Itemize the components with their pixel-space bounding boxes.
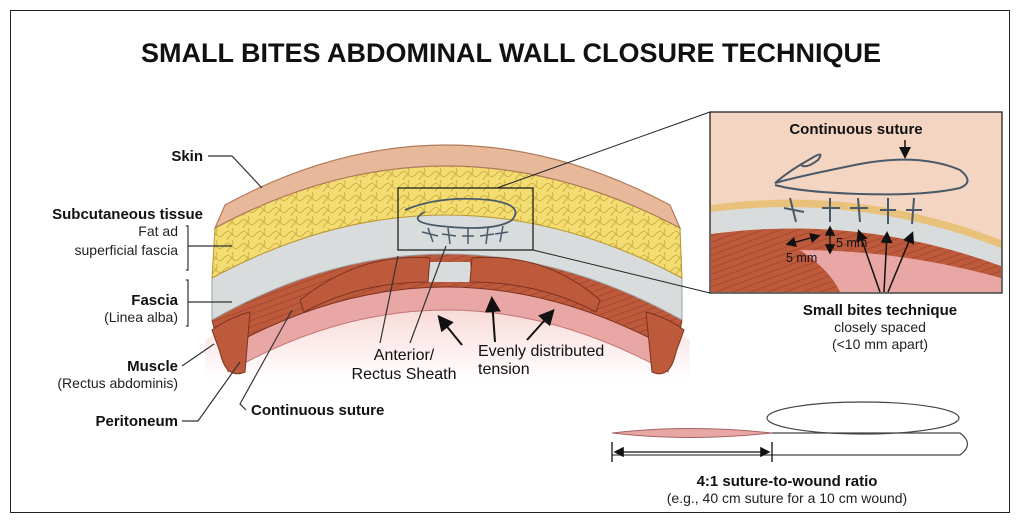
suture-loop (767, 402, 959, 434)
cross-section (205, 112, 710, 380)
subcutaneous-label: Subcutaneous tissue (52, 206, 203, 223)
spacing-horizontal-label: 5 mm (786, 251, 817, 265)
wound-shape (612, 429, 772, 438)
tension-line1: Evenly distributed (478, 343, 604, 360)
tension-line2: tension (478, 361, 530, 378)
fat-label-line2: superficial fascia (75, 242, 179, 258)
ratio-subtitle: (e.g., 40 cm suture for a 10 cm wound) (667, 490, 907, 506)
technique-line2: (<10 mm apart) (832, 336, 928, 352)
skin-label: Skin (171, 148, 203, 165)
technique-line1: closely spaced (834, 319, 926, 335)
fascia-sub-label: (Linea alba) (104, 309, 178, 325)
peritoneum-label: Peritoneum (95, 413, 178, 430)
continuous-suture-label: Continuous suture (251, 402, 384, 419)
ratio-title: 4:1 suture-to-wound ratio (697, 473, 878, 490)
anterior-sheath-line1: Anterior/ (374, 347, 435, 364)
anterior-sheath-line2: Rectus Sheath (352, 366, 457, 383)
technique-title: Small bites technique (803, 302, 957, 319)
fat-label-line1: Fat ad (138, 223, 178, 239)
ratio-panel: 4:1 suture-to-wound ratio (e.g., 40 cm s… (612, 402, 968, 506)
muscle-label: Muscle (127, 358, 178, 375)
fascia-label: Fascia (131, 292, 178, 309)
skin-leader (208, 156, 262, 188)
inset-title: Continuous suture (789, 121, 922, 138)
muscle-sub-label: (Rectus abdominis) (57, 375, 178, 391)
linea-alba (428, 262, 472, 282)
inset-panel: Continuous suture 5 mm 5 mm Small bites … (710, 112, 1002, 352)
page-title: SMALL BITES ABDOMINAL WALL CLOSURE TECHN… (141, 38, 881, 68)
